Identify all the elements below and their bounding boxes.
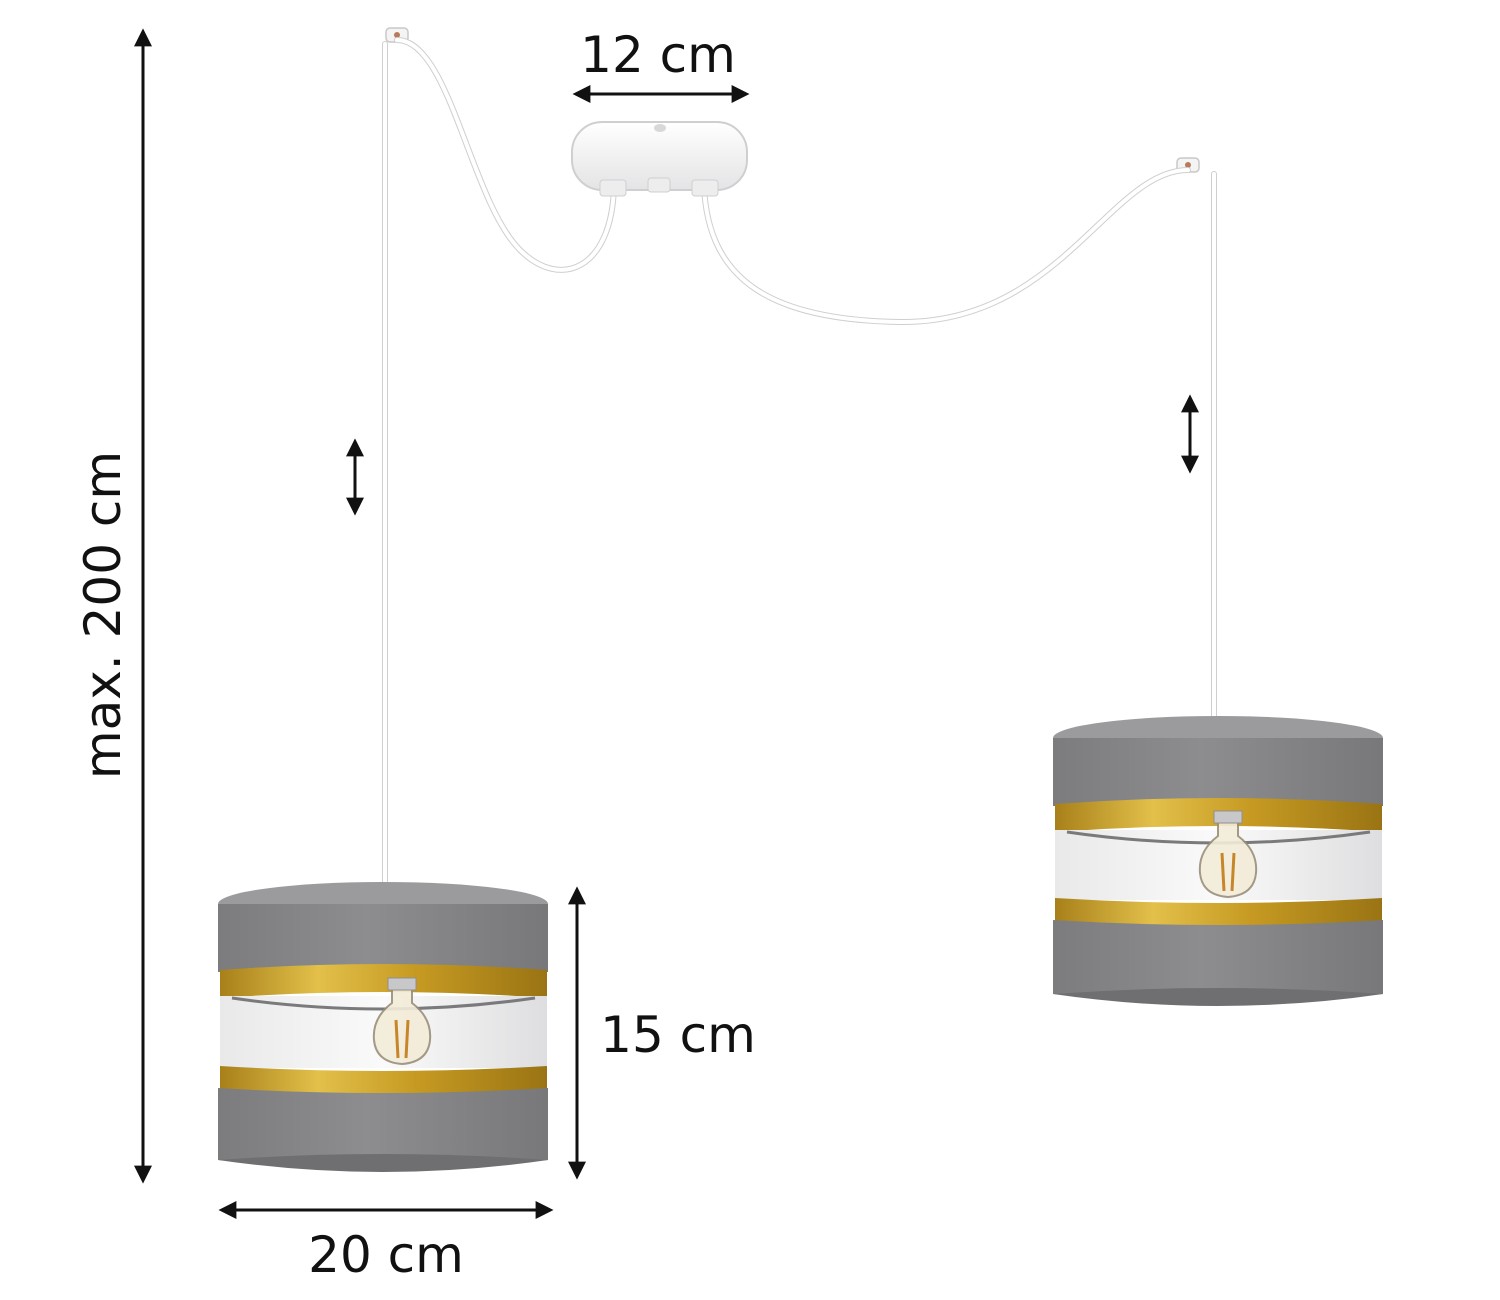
bulb-left xyxy=(372,977,432,1066)
max-height-label: max. 200 cm xyxy=(74,451,132,779)
dimension-canopy-width: 12 cm xyxy=(572,26,750,103)
shade-diameter-label: 20 cm xyxy=(308,1226,464,1284)
lampshade-right xyxy=(1053,716,1383,1006)
shade-height-label: 15 cm xyxy=(600,1006,756,1064)
bulb-right xyxy=(1198,810,1258,899)
canopy-width-label: 12 cm xyxy=(580,26,736,84)
cables xyxy=(382,37,1217,888)
dimension-max-height: max. 200 cm xyxy=(74,28,152,1184)
dimension-shade-diameter: 20 cm xyxy=(218,1201,554,1284)
dimension-shade-height: 15 cm xyxy=(568,886,756,1180)
ceiling-canopy xyxy=(571,121,748,197)
lampshade-left xyxy=(218,882,548,1172)
